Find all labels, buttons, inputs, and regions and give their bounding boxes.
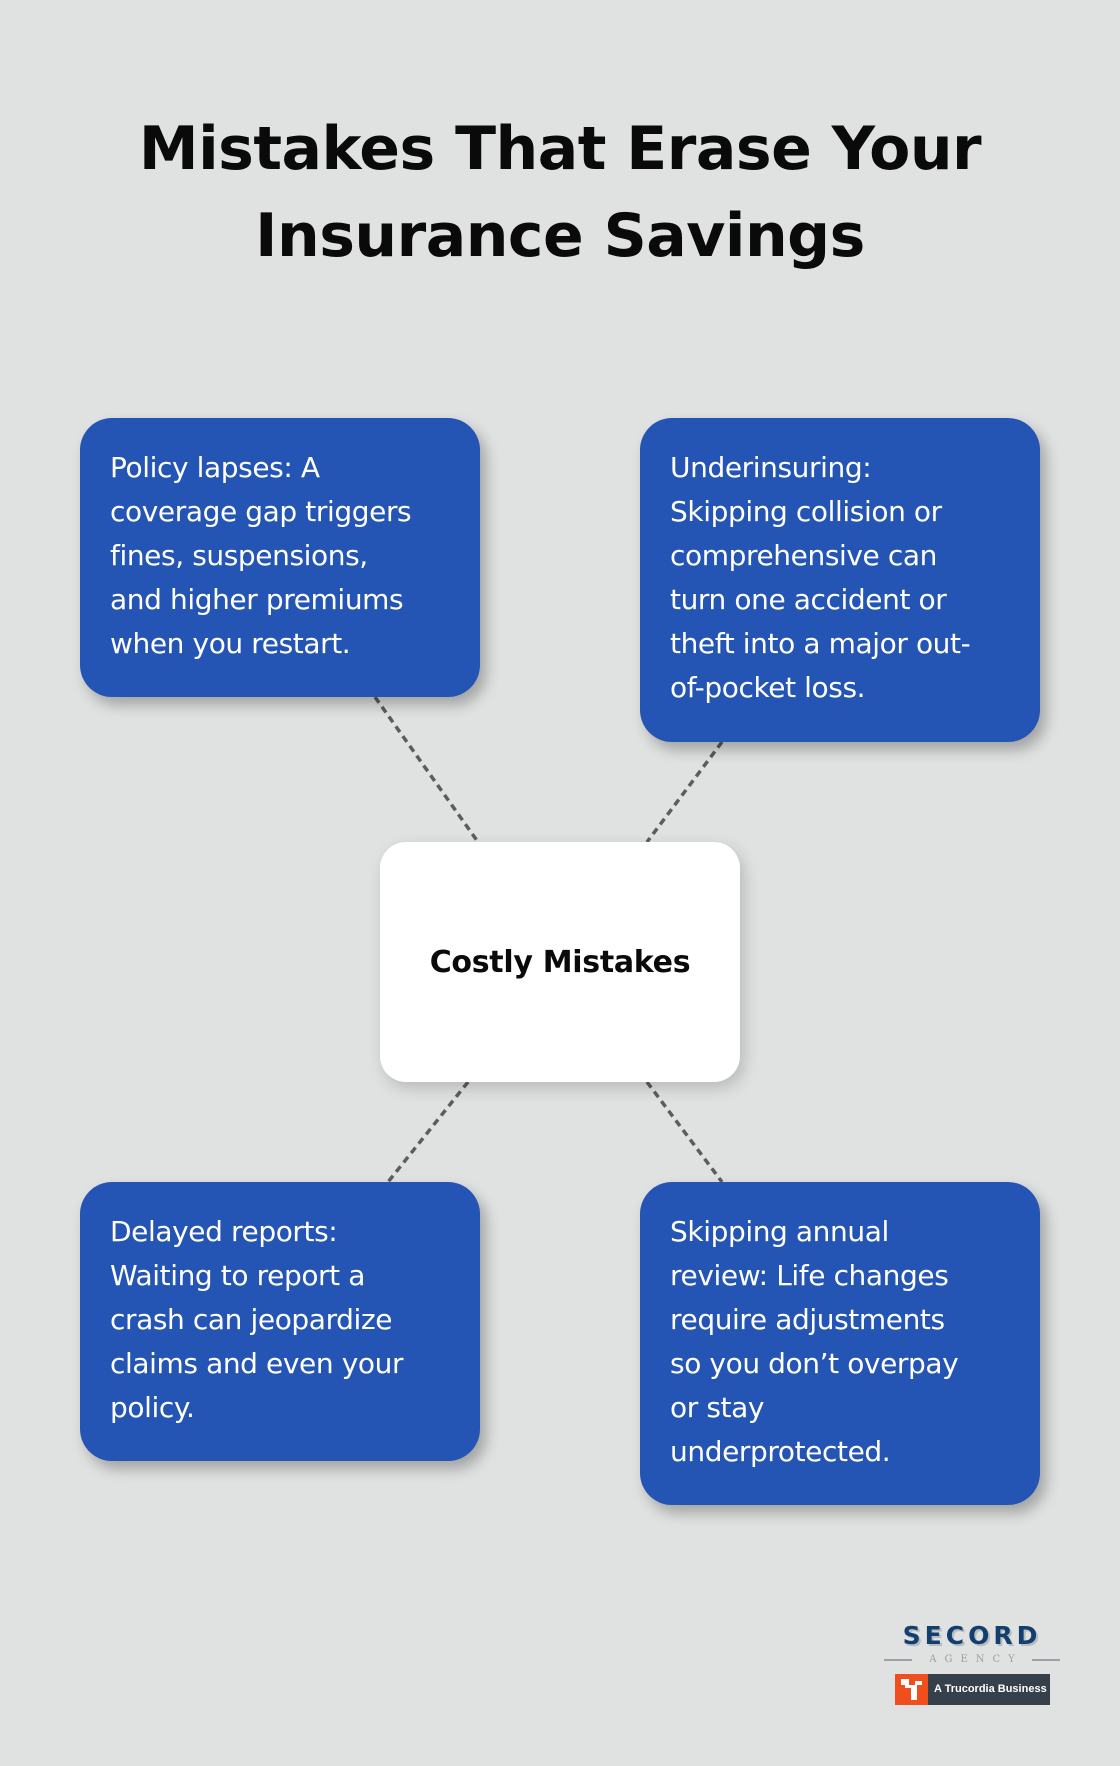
logo-rule-right [1031, 1659, 1060, 1661]
card-text: Underinsuring: Skipping collision or com… [670, 446, 1016, 710]
logo-subtitle-row: AGENCY [884, 1653, 1060, 1667]
connector-bottom-left [386, 1080, 470, 1184]
logo-wordmark: SECORD [902, 1621, 1042, 1650]
page-title-line-1: Mistakes That Erase Your [138, 114, 982, 184]
card-line: of-pocket loss. [670, 671, 866, 704]
logo-subtitle: AGENCY [929, 1654, 1023, 1665]
card-line: so you don’t overpay [670, 1347, 959, 1380]
card-line: Waiting to report a [110, 1259, 365, 1292]
trucordia-badge-text: A Trucordia Business [934, 1683, 1047, 1695]
card-line: underprotected. [670, 1435, 891, 1468]
center-label: Costly Mistakes [429, 944, 691, 980]
card-text: Delayed reports: Waiting to report a cra… [110, 1210, 456, 1430]
card-line: Underinsuring: [670, 451, 872, 484]
card-skipping-annual-review: Skipping annual review: Life changes req… [640, 1182, 1040, 1505]
card-line: coverage gap triggers [110, 495, 412, 528]
card-line: and higher premiums [110, 583, 404, 616]
card-line: Delayed reports: [110, 1215, 338, 1248]
secord-agency-logo: SECORD AGENCY A Trucordia Business [884, 1622, 1060, 1712]
card-line: policy. [110, 1391, 195, 1424]
card-delayed-reports: Delayed reports: Waiting to report a cra… [80, 1182, 480, 1461]
center-node: Costly Mistakes [380, 842, 740, 1082]
trucordia-t-icon [895, 1674, 928, 1705]
card-text: Skipping annual review: Life changes req… [670, 1210, 1016, 1474]
card-line: comprehensive can [670, 539, 937, 572]
card-line: require adjustments [670, 1303, 945, 1336]
card-line: Skipping annual [670, 1215, 889, 1248]
logo-rule-left [884, 1659, 912, 1661]
trucordia-badge: A Trucordia Business [895, 1674, 1050, 1705]
card-policy-lapses: Policy lapses: A coverage gap triggers f… [80, 418, 480, 697]
card-text: Policy lapses: A coverage gap triggers f… [110, 446, 456, 666]
connector-bottom-right [645, 1080, 724, 1184]
connector-top-left [373, 695, 480, 844]
card-line: Policy lapses: A [110, 451, 320, 484]
card-line: when you restart. [110, 627, 351, 660]
card-line: review: Life changes [670, 1259, 949, 1292]
card-line: fines, suspensions, [110, 539, 368, 572]
page-title: Mistakes That Erase Your Insurance Savin… [0, 106, 1120, 280]
page-title-line-2: Insurance Savings [255, 201, 865, 271]
card-line: crash can jeopardize [110, 1303, 393, 1336]
card-underinsuring: Underinsuring: Skipping collision or com… [640, 418, 1040, 742]
card-line: Skipping collision or [670, 495, 942, 528]
card-line: claims and even your [110, 1347, 404, 1380]
card-line: or stay [670, 1391, 765, 1424]
card-line: turn one accident or [670, 583, 947, 616]
card-line: theft into a major out- [670, 627, 971, 660]
connector-top-right [645, 740, 724, 844]
